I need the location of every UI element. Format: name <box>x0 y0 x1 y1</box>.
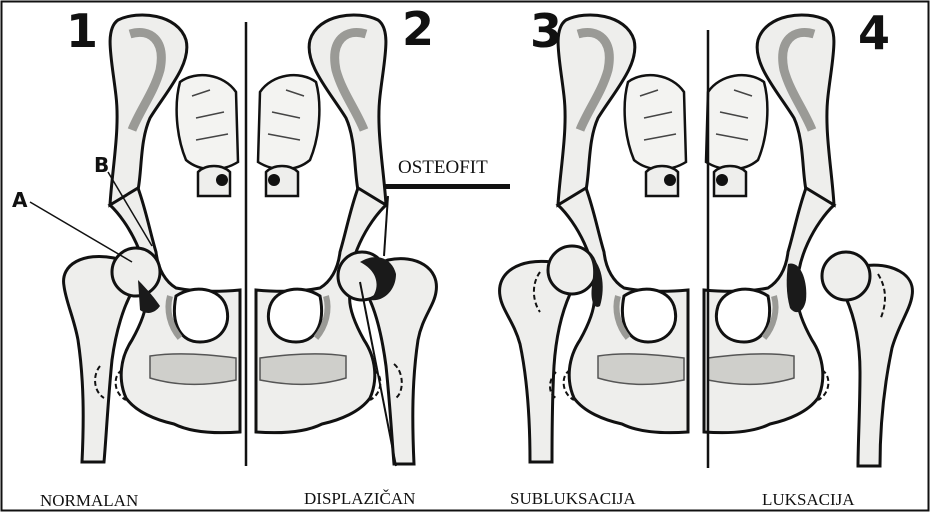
caption-subluksacija: SUBLUKSACIJA <box>510 490 636 507</box>
panel-number-4: 4 <box>858 10 890 56</box>
panel-number-1: 1 <box>66 8 98 54</box>
caption-normalan: NORMALAN <box>40 492 138 509</box>
label-b: B <box>94 155 109 175</box>
label-osteofit: OSTEOFIT <box>398 158 488 177</box>
caption-displazican: DISPLAZIČAN <box>304 490 415 507</box>
panel-number-3: 3 <box>530 8 562 54</box>
caption-luksacija: LUKSACIJA <box>762 491 855 508</box>
panel-number-2: 2 <box>402 6 434 52</box>
label-a: A <box>12 190 27 210</box>
